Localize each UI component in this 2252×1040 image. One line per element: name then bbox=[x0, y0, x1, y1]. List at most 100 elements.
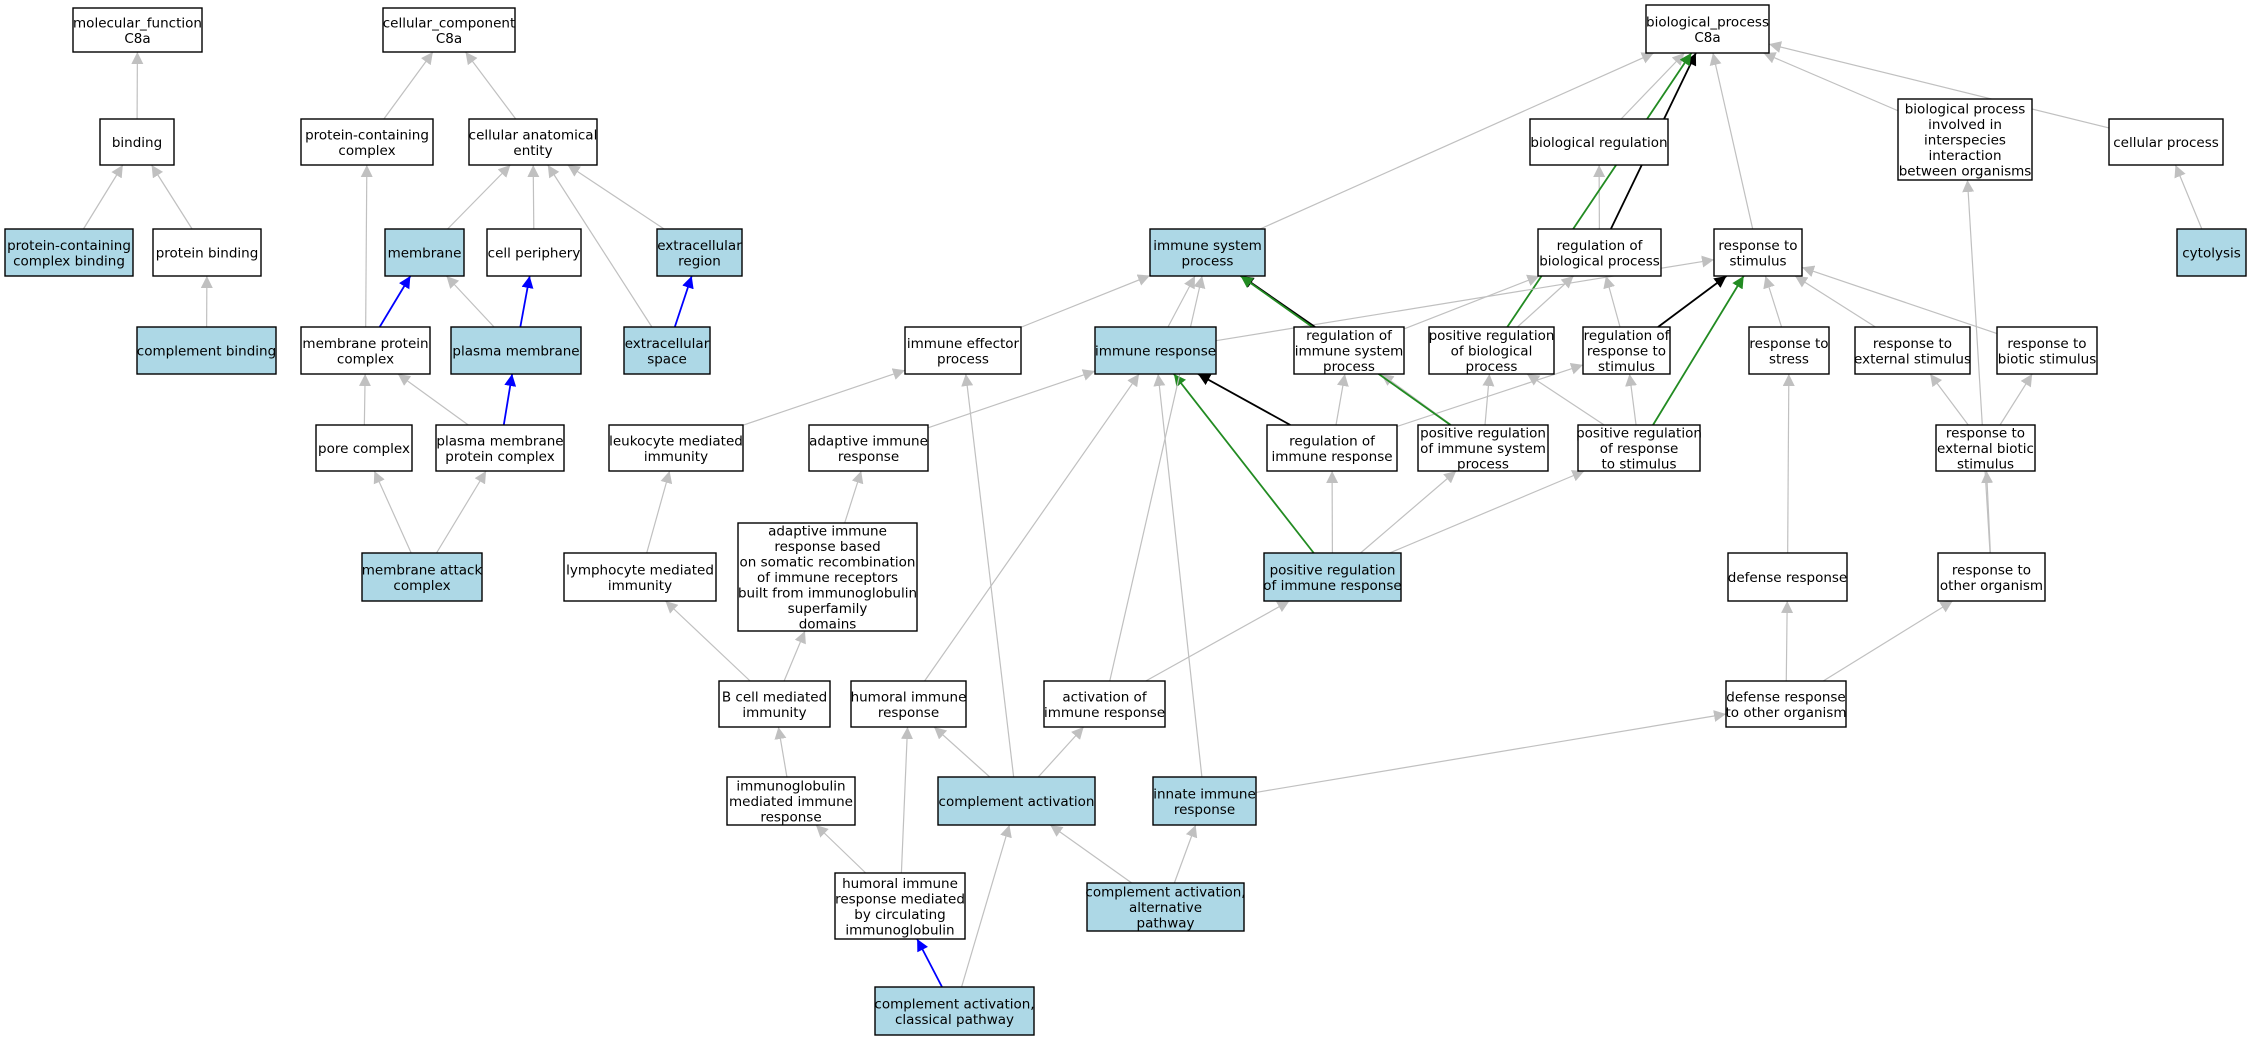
edge-rrs-is_a-regbp bbox=[1603, 275, 1621, 328]
node-box bbox=[737, 522, 918, 632]
node-box bbox=[937, 776, 1096, 826]
edge-bcmi-is_a-airsr bbox=[783, 630, 806, 682]
node-box bbox=[1645, 4, 1770, 54]
edge-rtstress-is_a-rts bbox=[1763, 275, 1783, 328]
edge-mac-is_a-porec bbox=[373, 470, 412, 554]
go-term-node-binding[interactable]: binding bbox=[99, 118, 175, 166]
node-box bbox=[382, 7, 516, 53]
edge-cellproc-is_a-bp bbox=[1768, 41, 2110, 129]
edge-es-is_a-cae bbox=[547, 164, 653, 328]
node-label: complement activation bbox=[939, 794, 1095, 810]
node-label: cellular process bbox=[2113, 135, 2219, 151]
edge-cellper-is_a-cae bbox=[527, 164, 540, 230]
node-box bbox=[435, 424, 565, 472]
node-label: complement activation,classical pathway bbox=[874, 996, 1034, 1028]
node-box bbox=[834, 872, 966, 940]
node-box bbox=[850, 680, 967, 728]
edge-prrs-is_a-prbp bbox=[1526, 373, 1605, 426]
edge-prir-is_a-prrs bbox=[1389, 470, 1585, 554]
node-box bbox=[874, 986, 1035, 1036]
edge-humir-is_a-ir bbox=[924, 373, 1140, 682]
go-term-node-membrane[interactable]: membrane bbox=[384, 228, 465, 277]
go-term-node-cellper[interactable]: cell periphery bbox=[486, 228, 582, 277]
go-term-node-defresp[interactable]: defense response bbox=[1727, 552, 1848, 602]
go-term-node-protbind[interactable]: protein binding bbox=[152, 228, 262, 277]
edge-porec-is_a-mpc bbox=[358, 373, 371, 426]
edge-air-is_a-ir bbox=[927, 369, 1096, 429]
edge-prbp-positively_regulates-bp bbox=[1506, 52, 1693, 328]
go-term-node-cytolysis[interactable]: cytolysis bbox=[2176, 228, 2247, 277]
go-term-node-cacp[interactable]: complement activation,classical pathway bbox=[874, 986, 1035, 1036]
go-term-node-bioreg[interactable]: biological regulation bbox=[1529, 118, 1669, 166]
go-term-node-compbind[interactable]: complement binding bbox=[136, 326, 277, 375]
node-box bbox=[718, 680, 831, 728]
edge-protbind-is_a-binding bbox=[151, 164, 193, 230]
node-label: pore complex bbox=[318, 441, 410, 457]
edge-membrane-is_a-cae bbox=[447, 164, 511, 230]
edge-compact-is_a-humir bbox=[933, 726, 991, 778]
go-term-node-porec[interactable]: pore complex bbox=[315, 424, 413, 472]
node-box bbox=[1725, 680, 1847, 728]
edge-isp-is_a-bp bbox=[1259, 52, 1655, 230]
edge-rrs-regulates-rts bbox=[1657, 275, 1728, 328]
edge-mac-is_a-pmpc bbox=[435, 470, 487, 554]
go-term-node-compact[interactable]: complement activation bbox=[937, 776, 1096, 826]
node-box bbox=[1854, 326, 1971, 375]
node-box bbox=[1293, 326, 1405, 375]
go-term-node-cellproc[interactable]: cellular process bbox=[2108, 118, 2224, 166]
node-box bbox=[1086, 882, 1245, 932]
edge-bpiibo-is_a-bp bbox=[1763, 52, 1899, 112]
go-term-node-ir[interactable]: immune response bbox=[1094, 326, 1217, 375]
go-term-node-pm[interactable]: plasma membrane bbox=[450, 326, 582, 375]
